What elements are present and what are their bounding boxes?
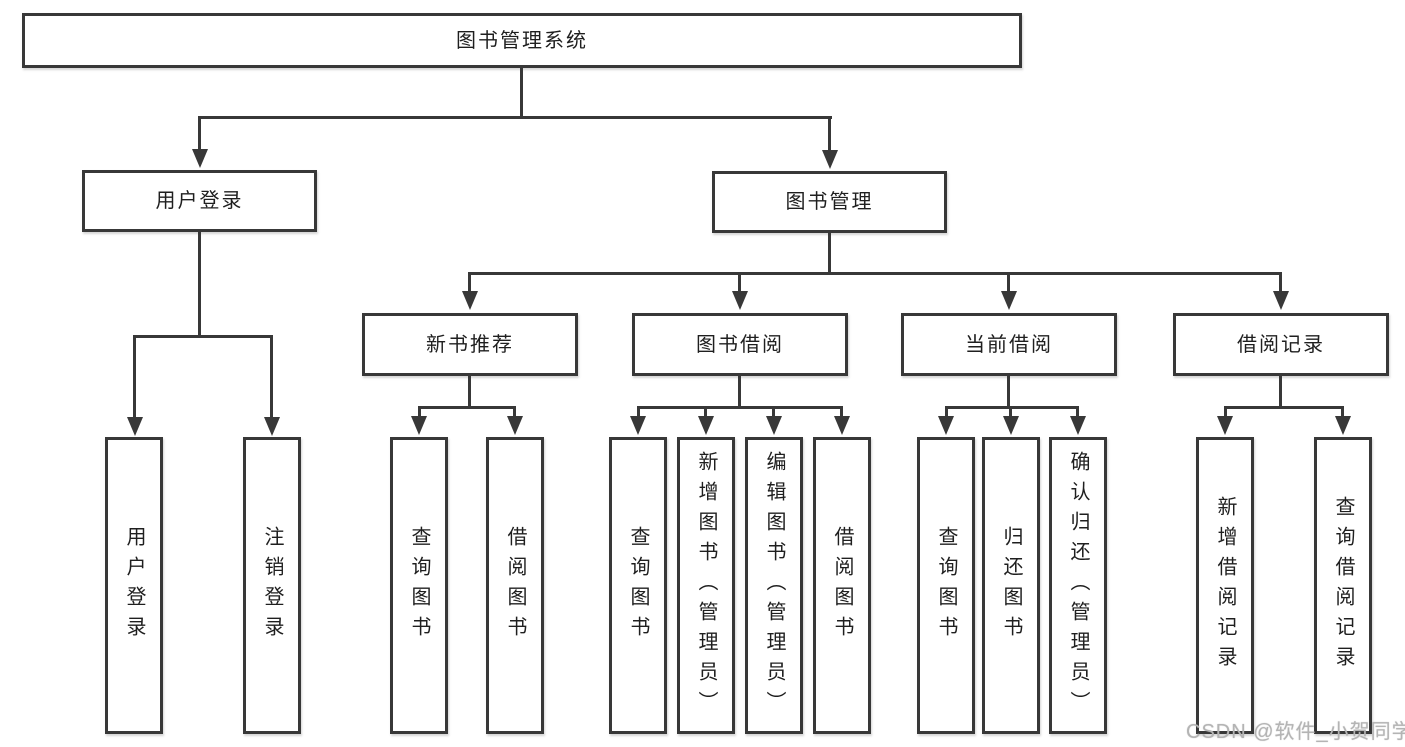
leaf-confirm-return-admin: 确认归还（管理员） <box>1049 437 1107 734</box>
connector-line <box>828 116 831 151</box>
node-new-book-recommend: 新书推荐 <box>362 313 578 376</box>
leaf-query-borrow-record: 查询借阅记录 <box>1314 437 1372 734</box>
arrow-down-icon <box>834 416 850 435</box>
node-user-login: 用户登录 <box>82 170 317 232</box>
node-label: 用户登录 <box>155 190 244 212</box>
leaf-label: 用户登录 <box>123 525 145 646</box>
leaf-label: 查询借阅记录 <box>1332 495 1354 676</box>
connector-line <box>468 272 471 292</box>
connector-line <box>520 68 523 117</box>
watermark: CSDN @软件_小贺同学 <box>1186 721 1405 743</box>
connector-line <box>704 406 707 418</box>
arrow-down-icon <box>698 416 714 435</box>
connector-line <box>1224 406 1344 409</box>
connector-line <box>418 406 516 409</box>
arrow-down-icon <box>938 416 954 435</box>
connector-line <box>198 116 832 119</box>
connector-line <box>468 272 1282 275</box>
arrow-down-icon <box>1273 291 1289 310</box>
connector-line <box>637 406 843 409</box>
arrow-down-icon <box>630 416 646 435</box>
leaf-add-borrow-record: 新增借阅记录 <box>1196 437 1254 734</box>
leaf-logout: 注销登录 <box>243 437 301 734</box>
connector-line <box>1076 406 1079 418</box>
leaf-user-login: 用户登录 <box>105 437 163 734</box>
arrow-down-icon <box>411 416 427 435</box>
arrow-down-icon <box>1003 416 1019 435</box>
connector-line <box>840 406 843 418</box>
leaf-label: 注销登录 <box>261 525 283 646</box>
leaf-query-books-1: 查询图书 <box>390 437 448 734</box>
leaf-label: 借阅图书 <box>831 525 853 646</box>
node-book-management: 图书管理 <box>712 171 947 233</box>
connector-line <box>637 406 640 418</box>
connector-line <box>133 335 273 338</box>
connector-line <box>1341 406 1344 418</box>
leaf-label: 查询图书 <box>408 525 430 646</box>
arrow-down-icon <box>822 150 838 169</box>
leaf-add-books-admin: 新增图书（管理员） <box>677 437 735 734</box>
node-label: 新书推荐 <box>426 333 514 356</box>
arrow-down-icon <box>507 416 523 435</box>
leaf-label: 新增借阅记录 <box>1214 495 1236 676</box>
connector-line <box>1009 406 1012 418</box>
connector-line <box>1279 272 1282 292</box>
connector-line <box>772 406 775 418</box>
node-label: 图书借阅 <box>696 333 784 356</box>
arrow-down-icon <box>766 416 782 435</box>
node-borrow-records: 借阅记录 <box>1173 313 1389 376</box>
connector-line <box>513 406 516 418</box>
leaf-label: 确认归还（管理员） <box>1067 450 1089 721</box>
leaf-borrow-books-1: 借阅图书 <box>486 437 544 734</box>
leaf-query-books-2: 查询图书 <box>609 437 667 734</box>
arrow-down-icon <box>127 417 143 436</box>
leaf-label: 查询图书 <box>935 525 957 646</box>
node-root: 图书管理系统 <box>22 13 1022 68</box>
node-current-borrow: 当前借阅 <box>901 313 1117 376</box>
connector-line <box>468 376 471 408</box>
connector-line <box>1007 272 1010 292</box>
leaf-label: 查询图书 <box>627 525 649 646</box>
leaf-label: 编辑图书（管理员） <box>763 450 785 721</box>
connector-line <box>1224 406 1227 418</box>
connector-line <box>270 335 273 417</box>
connector-line <box>198 116 201 150</box>
arrow-down-icon <box>1217 416 1233 435</box>
arrow-down-icon <box>1070 416 1086 435</box>
connector-line <box>945 406 948 418</box>
leaf-query-books-3: 查询图书 <box>917 437 975 734</box>
leaf-return-books: 归还图书 <box>982 437 1040 734</box>
node-root-label: 图书管理系统 <box>456 29 588 52</box>
node-book-borrow: 图书借阅 <box>632 313 848 376</box>
leaf-borrow-books-2: 借阅图书 <box>813 437 871 734</box>
leaf-label: 借阅图书 <box>504 525 526 646</box>
connector-line <box>828 233 831 275</box>
node-label: 图书管理 <box>785 191 874 213</box>
arrow-down-icon <box>732 291 748 310</box>
leaf-label: 归还图书 <box>1000 525 1022 646</box>
arrow-down-icon <box>1335 416 1351 435</box>
node-label: 借阅记录 <box>1237 333 1325 356</box>
leaf-edit-books-admin: 编辑图书（管理员） <box>745 437 803 734</box>
connector-line <box>738 272 741 292</box>
connector-line <box>418 406 421 418</box>
arrow-down-icon <box>1001 291 1017 310</box>
connector-line <box>945 406 1079 409</box>
connector-line <box>133 335 136 417</box>
node-label: 当前借阅 <box>965 333 1053 356</box>
arrow-down-icon <box>192 149 208 168</box>
connector-line <box>1279 376 1282 408</box>
connector-line <box>198 232 201 337</box>
arrow-down-icon <box>462 291 478 310</box>
arrow-down-icon <box>264 417 280 436</box>
connector-line <box>738 376 741 408</box>
leaf-label: 新增图书（管理员） <box>695 450 717 721</box>
connector-line <box>1007 376 1010 408</box>
